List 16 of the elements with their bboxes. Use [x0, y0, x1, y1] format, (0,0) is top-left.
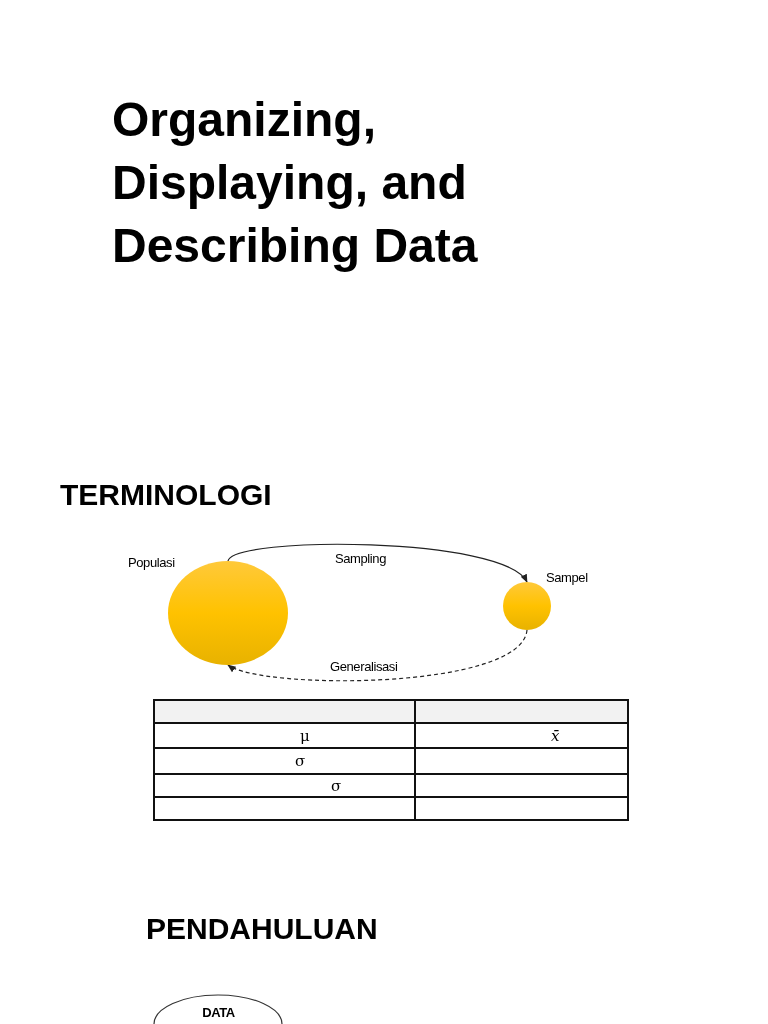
section-heading: PENDAHULUAN: [146, 912, 378, 946]
node-label: Sampel: [546, 570, 588, 585]
title: Organizing, Displaying, and Describing Data: [112, 92, 479, 274]
edge-label: Sampling: [333, 551, 388, 566]
arrow: [227, 543, 528, 583]
edge-label: Generalisasi: [328, 659, 400, 674]
table-cell: σ: [154, 748, 415, 774]
table-cell: σ: [154, 774, 415, 797]
table-cell: μ: [154, 723, 415, 748]
dashed-arrow: [227, 629, 528, 682]
sample-circle: [500, 570, 590, 632]
node-label: DATA: [201, 1005, 236, 1020]
node-label: Populasi: [128, 555, 175, 570]
table-cell: x̄: [414, 723, 628, 748]
population-circle: [128, 555, 290, 667]
section-heading: TERMINOLOGI: [60, 478, 272, 512]
